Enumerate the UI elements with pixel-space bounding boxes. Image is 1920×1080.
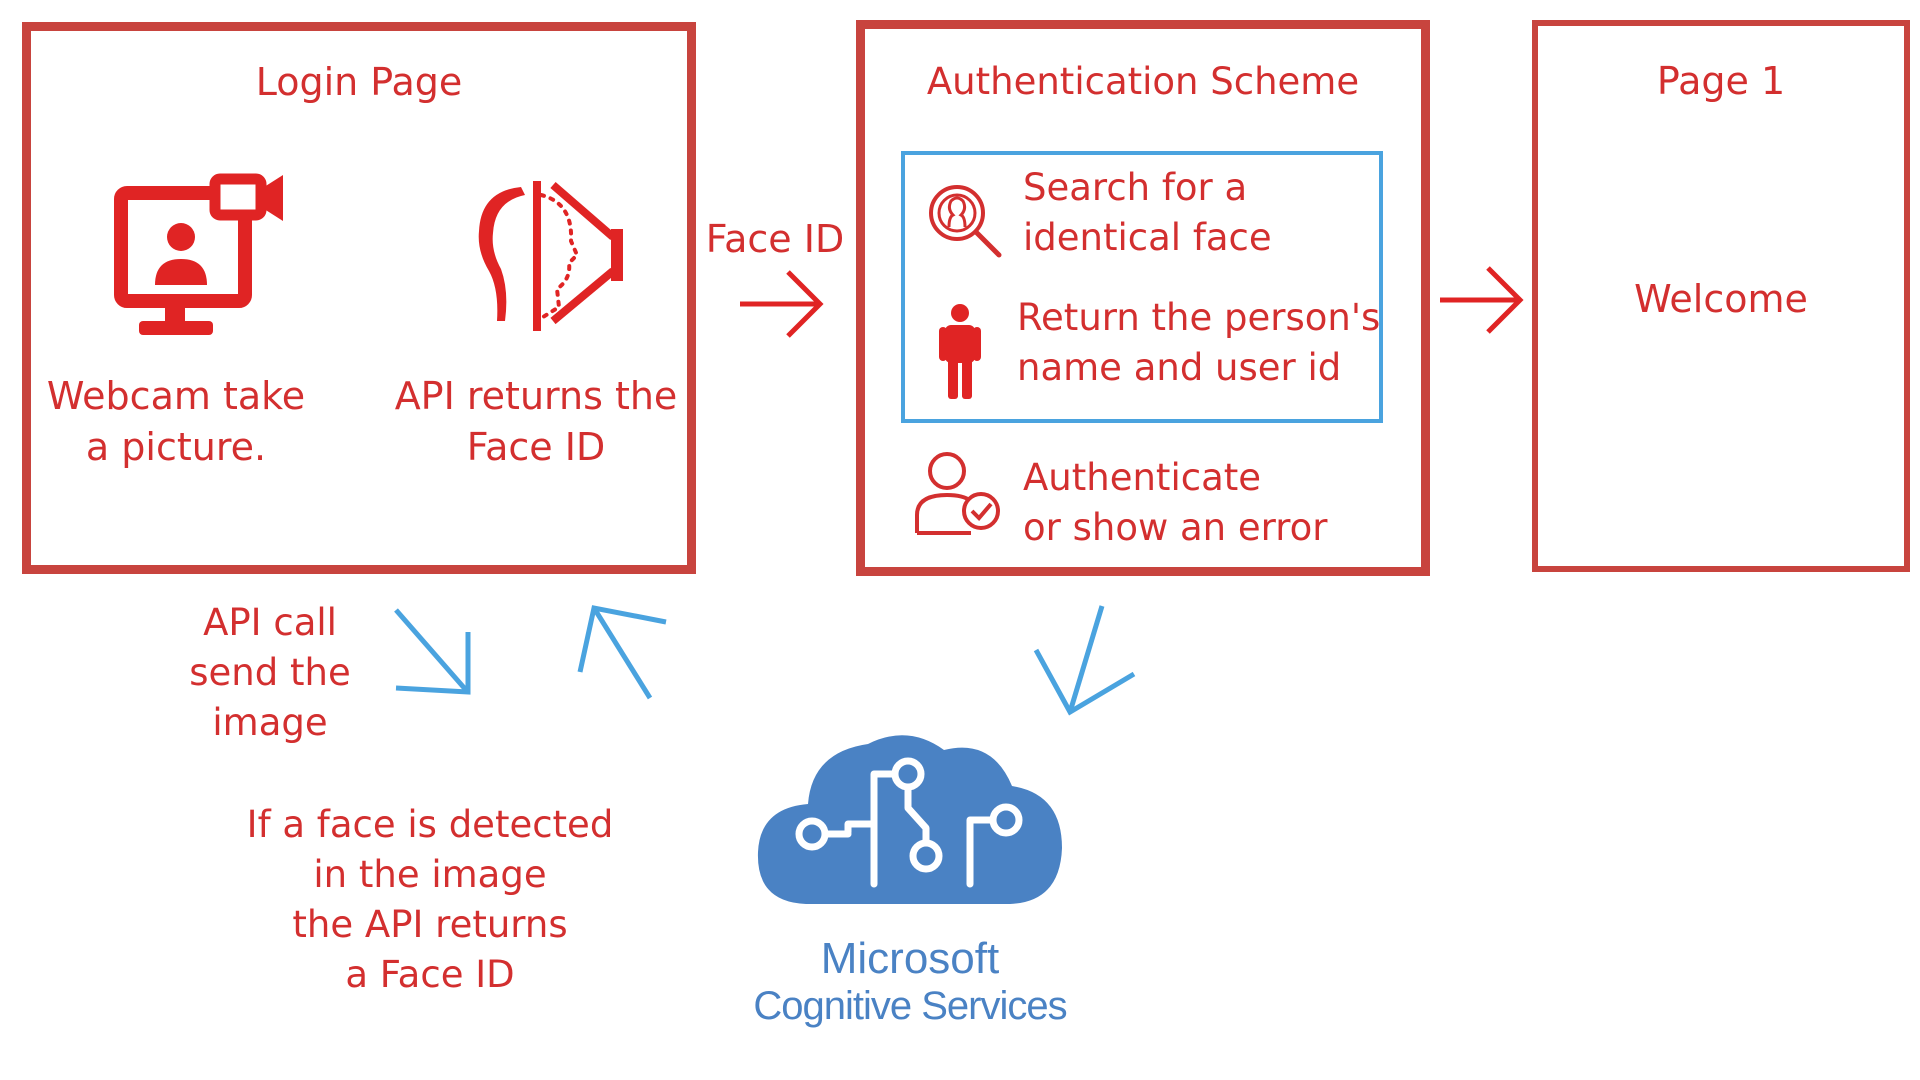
login-page-title: Login Page — [255, 60, 463, 104]
authentication-scheme-box: Authentication Scheme Search for a ident… — [856, 20, 1430, 576]
cognitive-services-cloud-icon — [757, 735, 1062, 904]
welcome-text: Welcome — [1634, 277, 1808, 321]
down-left-arrow-icon — [1033, 605, 1136, 716]
face-scan-icon — [478, 181, 623, 331]
face-search-group — [901, 151, 1383, 423]
webcam-caption: Webcam take a picture. — [46, 374, 306, 470]
page1-title: Page 1 — [1656, 59, 1786, 103]
cognitive-services-label: Cognitive Services — [753, 984, 1067, 1028]
authentication-scheme-title: Authentication Scheme — [926, 60, 1360, 103]
search-face-text: Search for a identical face — [1023, 166, 1272, 259]
right-arrow-icon — [1440, 266, 1524, 334]
up-left-arrow-icon — [577, 605, 667, 700]
page1-box: Page 1 Welcome — [1532, 20, 1910, 572]
authenticate-text: Authenticate or show an error — [1023, 456, 1328, 549]
person-icon — [939, 304, 981, 399]
return-person-text: Return the person's name and user id — [1017, 296, 1381, 389]
face-id-caption: API returns the Face ID — [394, 374, 678, 470]
webcam-monitor-icon — [114, 173, 283, 335]
login-page-box: Login Page Webcam take a picture. API re… — [22, 22, 696, 574]
face-search-icon — [929, 185, 1002, 258]
right-arrow-icon — [740, 270, 824, 338]
microsoft-label: Microsoft — [820, 934, 1000, 983]
face-id-arrow-label: Face ID — [705, 217, 845, 261]
down-right-arrow-icon — [394, 608, 471, 695]
face-detected-text: If a face is detected in the image the A… — [246, 803, 614, 996]
api-call-text: API call send the image — [189, 601, 351, 744]
user-check-icon — [915, 452, 1000, 535]
